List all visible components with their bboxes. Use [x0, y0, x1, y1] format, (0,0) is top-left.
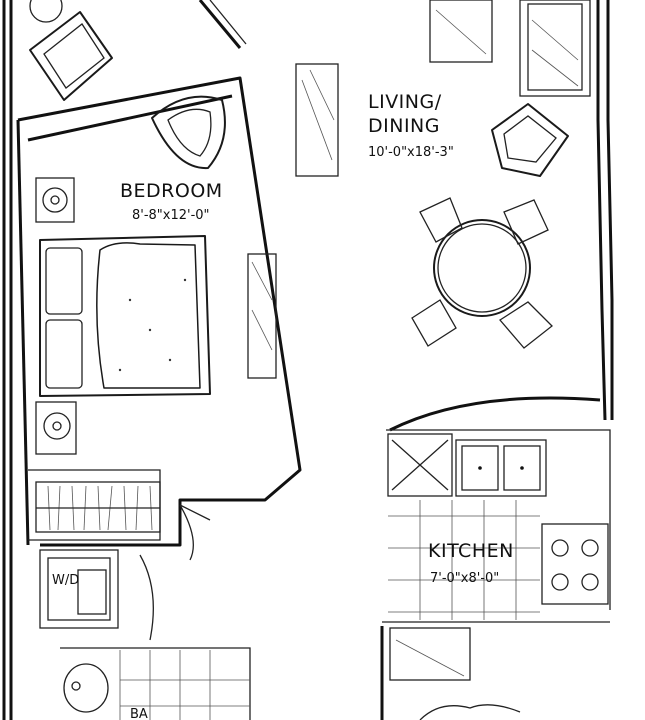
closet: [35, 481, 161, 533]
dining-table: [433, 219, 531, 317]
living-room-name-line1: LIVING/: [368, 91, 442, 113]
kitchen-counter: [387, 433, 547, 497]
exterior-walls: [2, 0, 614, 720]
bedroom-door: [179, 504, 211, 561]
kitchen-floor-tiles: [388, 500, 540, 620]
bath: [60, 647, 251, 720]
nightstand-bottom: [35, 401, 77, 455]
bath-label: BA: [130, 707, 148, 720]
fridge: [389, 627, 471, 681]
balcony-chair: [29, 0, 113, 101]
dining-chair-3: [411, 299, 457, 347]
kitchen-name: KITCHEN: [428, 540, 514, 562]
bedroom-walls: [16, 76, 302, 547]
washer-dryer-label: W/D: [52, 573, 79, 588]
kitchen-walls: [380, 396, 611, 720]
bedroom-name: BEDROOM: [120, 180, 223, 202]
balcony-wall: [198, 0, 247, 49]
kitchen-dimensions: 7'-0"x8'-0": [430, 571, 499, 586]
bottom-furniture: [419, 704, 521, 720]
dresser: [247, 253, 277, 379]
living-armchair: [491, 103, 569, 177]
nightstand-top: [35, 177, 75, 223]
dining-chair-1: [419, 197, 463, 243]
bedroom-dimensions: 8'-8"x12'-0": [132, 208, 210, 223]
tv-cabinet: [429, 0, 493, 63]
living-room-dimensions: 10'-0"x18'-3": [368, 145, 454, 160]
side-table: [295, 63, 339, 177]
bedroom-armchair: [151, 95, 226, 170]
dining-chair-4: [499, 301, 553, 349]
washer-dryer-closet: [39, 549, 154, 641]
dining-chair-2: [503, 199, 549, 245]
living-room-name-line2: DINING: [368, 115, 440, 137]
sofa: [519, 0, 591, 97]
stove: [541, 523, 609, 605]
bed: [39, 235, 211, 397]
